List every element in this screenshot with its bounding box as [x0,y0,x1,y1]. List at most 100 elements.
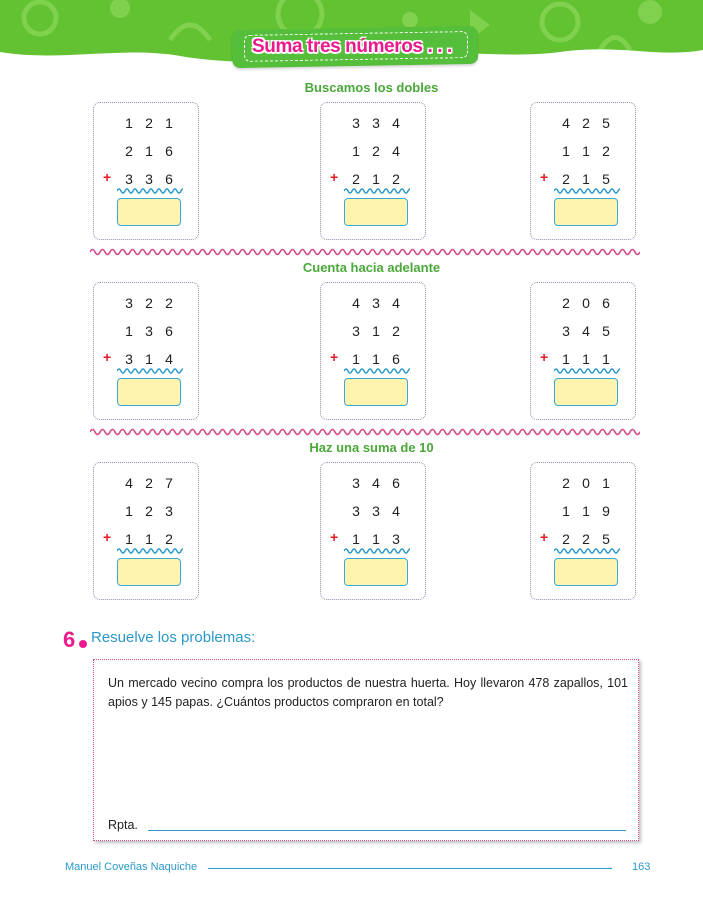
sum-line [554,188,620,194]
footer-rule [208,868,612,869]
section-divider [90,248,640,256]
addend-digit: 4 [392,143,400,159]
addend-digit: 1 [582,171,590,187]
addition-card [320,102,426,240]
section-title-dobles: Buscamos los dobles [304,80,439,95]
addend-digit: 3 [145,323,153,339]
addend-digit: 3 [145,171,153,187]
answer-line[interactable] [148,830,626,831]
addend-digit: 2 [145,115,153,131]
addend-digit: 4 [352,295,360,311]
plus-sign: + [540,529,549,545]
addend-digit: 6 [165,171,173,187]
addend-digit: 1 [372,171,380,187]
addend-digit: 1 [562,143,570,159]
addend-digit: 2 [165,531,173,547]
addend-digit: 6 [392,351,400,367]
addend-digit: 5 [602,531,610,547]
answer-box[interactable] [554,378,618,406]
svg-text:6: 6 [63,627,75,651]
addend-digit: 1 [562,503,570,519]
addend-digit: 1 [352,351,360,367]
addend-digit: 3 [352,475,360,491]
addend-digit: 3 [352,503,360,519]
addend-digit: 6 [602,295,610,311]
answer-box[interactable] [117,558,181,586]
sum-line [344,188,410,194]
addend-digit: 1 [352,531,360,547]
answer-box[interactable] [344,558,408,586]
addend-digit: 9 [602,503,610,519]
addend-digit: 4 [392,503,400,519]
addend-digit: 2 [562,475,570,491]
plus-sign: + [330,529,339,545]
addend-digit: 2 [125,143,133,159]
addition-card [93,282,199,420]
addend-digit: 2 [562,171,570,187]
addend-digit: 7 [165,475,173,491]
addend-digit: 2 [145,475,153,491]
addend-digit: 2 [145,295,153,311]
addend-digit: 3 [352,115,360,131]
addend-digit: 1 [372,531,380,547]
addend-digit: 0 [582,295,590,311]
sum-line [344,548,410,554]
answer-box[interactable] [554,558,618,586]
addend-digit: 4 [392,295,400,311]
addend-digit: 2 [392,323,400,339]
addend-digit: 4 [165,351,173,367]
page-number: 163 [632,861,651,873]
answer-box[interactable] [554,198,618,226]
addend-digit: 3 [372,115,380,131]
addition-card [93,102,199,240]
addend-digit: 1 [562,351,570,367]
addend-digit: 2 [562,295,570,311]
addend-digit: 5 [602,323,610,339]
page-title: Suma tres números . . . [252,36,452,57]
addend-digit: 6 [165,143,173,159]
addition-card [320,462,426,600]
answer-box[interactable] [117,378,181,406]
sum-line [117,368,183,374]
addend-digit: 2 [372,143,380,159]
sum-line [554,368,620,374]
section-title-suma10: Haz una suma de 10 [309,440,434,455]
addition-card [93,462,199,600]
plus-sign: + [540,349,549,365]
answer-box[interactable] [117,198,181,226]
sum-line [117,548,183,554]
addend-digit: 3 [372,295,380,311]
addend-digit: 2 [352,171,360,187]
addend-digit: 1 [352,143,360,159]
answer-box[interactable] [344,198,408,226]
addition-card [320,282,426,420]
addend-digit: 1 [145,351,153,367]
plus-sign: + [330,349,339,365]
addend-digit: 1 [582,143,590,159]
addend-digit: 3 [392,531,400,547]
addend-digit: 4 [562,115,570,131]
word-problem-box: Un mercado vecino compra los productos d… [93,659,639,841]
addend-digit: 3 [562,323,570,339]
exercise-instruction: Resuelve los problemas: [91,629,256,646]
addend-digit: 4 [372,475,380,491]
addend-digit: 6 [165,323,173,339]
addend-digit: 5 [602,171,610,187]
answer-box[interactable] [344,378,408,406]
addend-digit: 2 [562,531,570,547]
addend-digit: 1 [582,351,590,367]
answer-label: Rpta. [108,818,138,832]
sum-line [117,188,183,194]
addend-digit: 6 [392,475,400,491]
addend-digit: 5 [602,115,610,131]
addend-digit: 1 [125,115,133,131]
addend-digit: 3 [125,351,133,367]
addend-digit: 1 [145,531,153,547]
addend-digit: 3 [372,503,380,519]
section-title-adelante: Cuenta hacia adelante [302,260,441,275]
addend-digit: 2 [582,531,590,547]
addend-digit: 1 [125,503,133,519]
sum-line [554,548,620,554]
addition-card [530,282,636,420]
footer-author: Manuel Coveñas Naquiche [65,861,198,873]
